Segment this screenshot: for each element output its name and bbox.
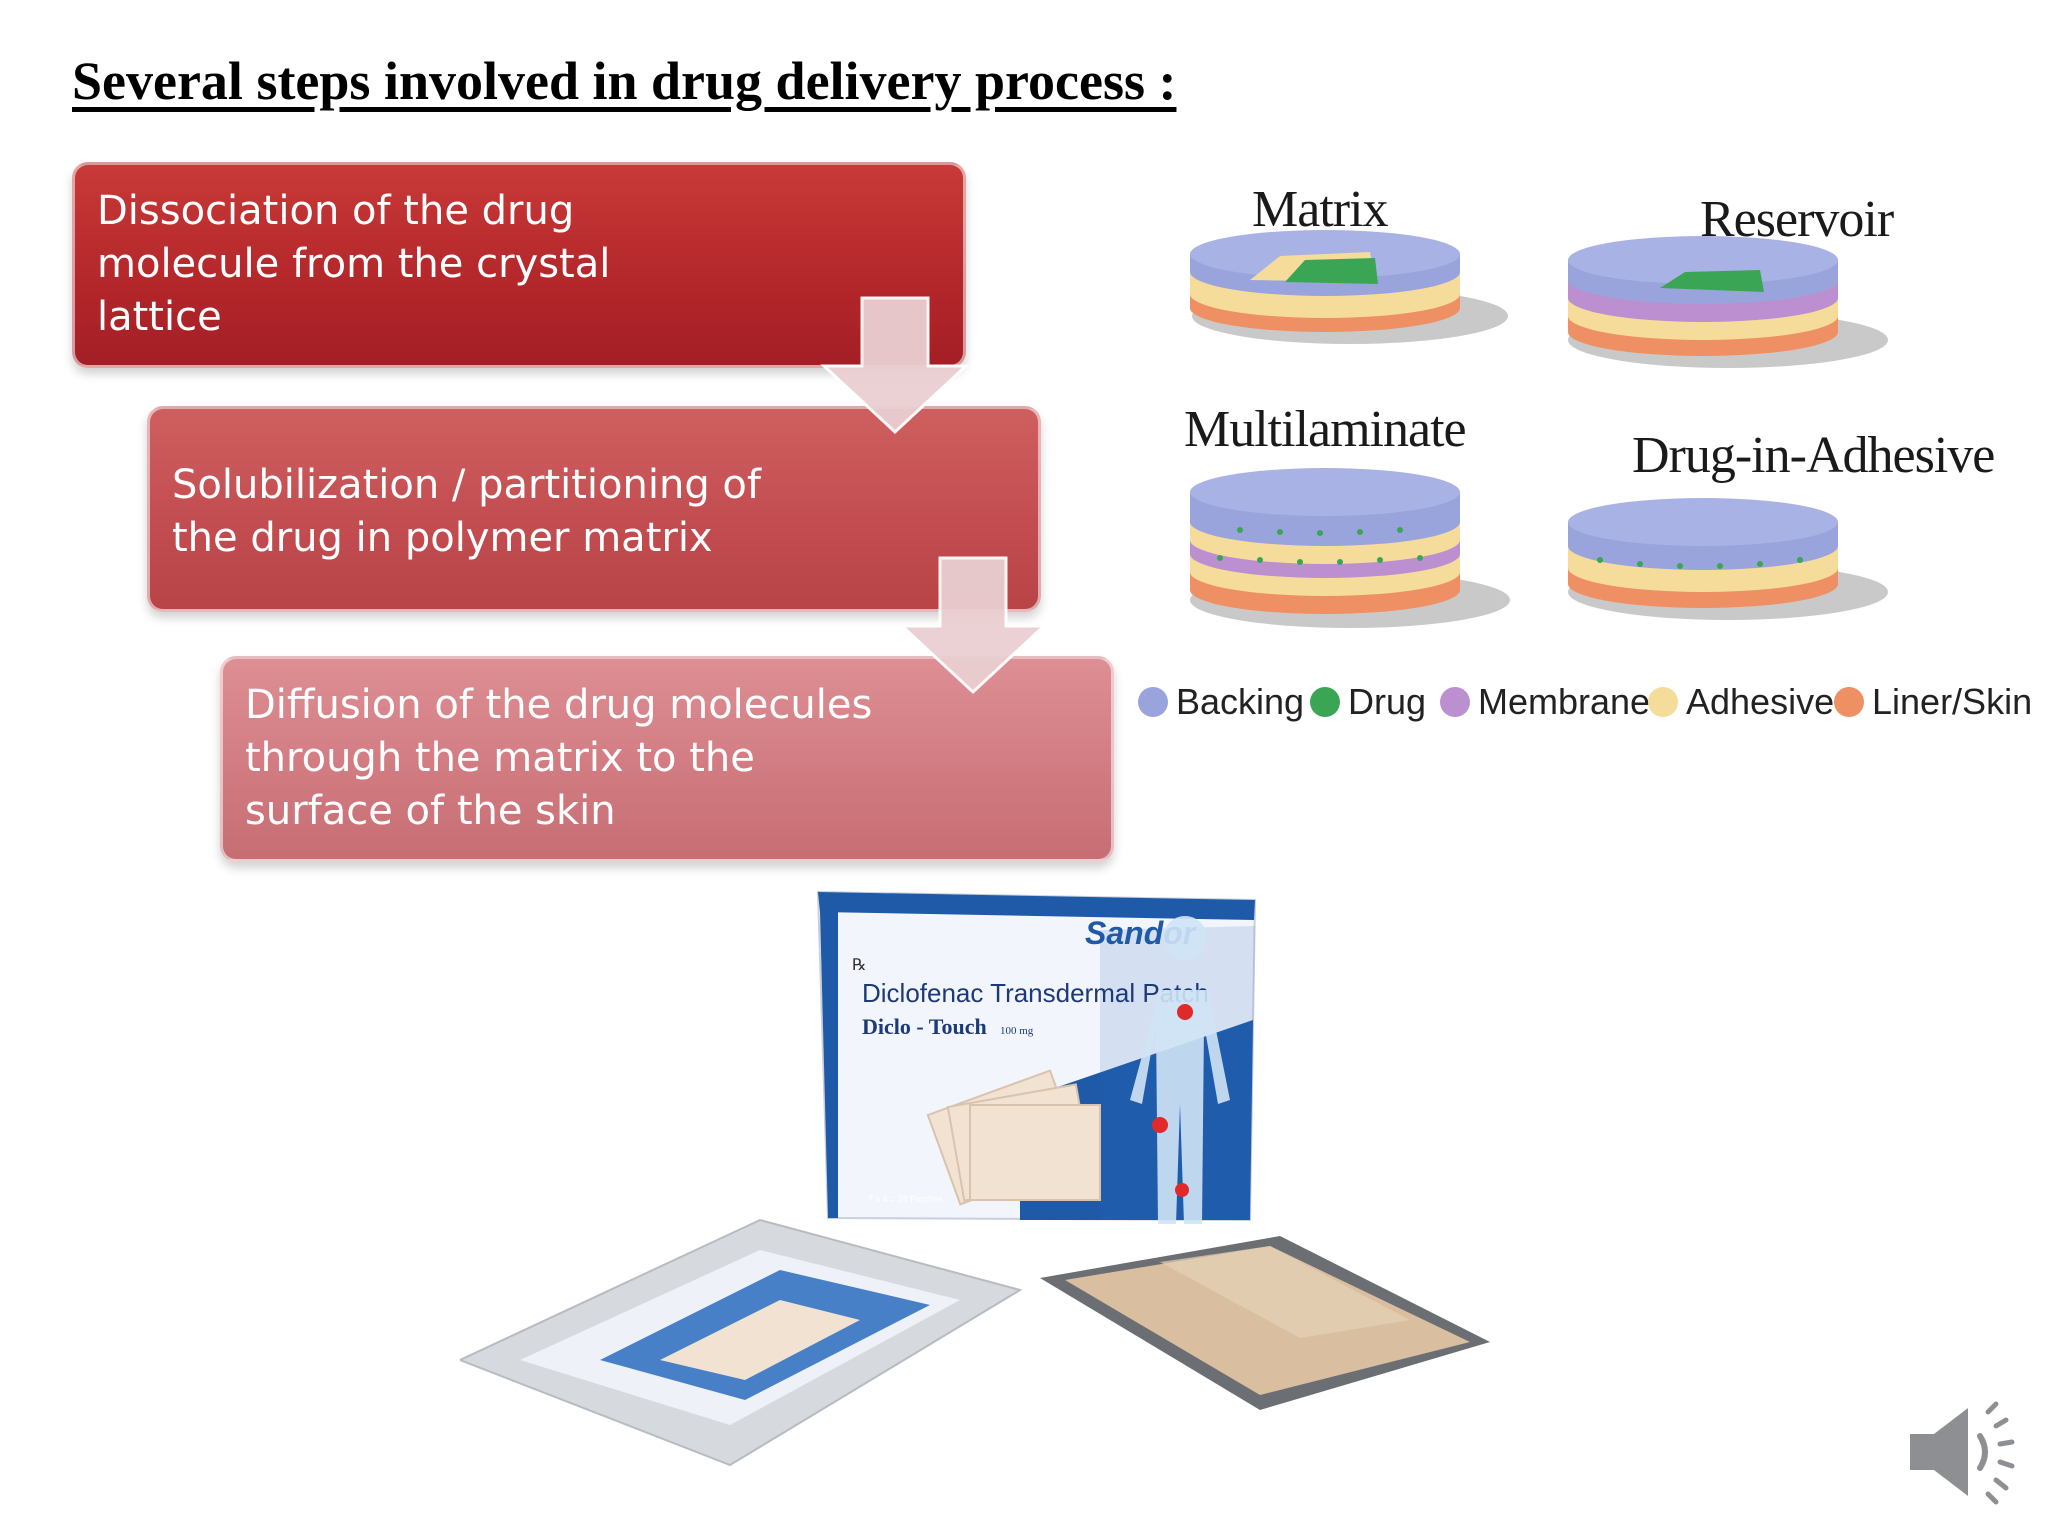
product-photo: Sandor ℞ Diclofenac Transdermal Patch Di… bbox=[460, 890, 1490, 1467]
speaker-icon[interactable] bbox=[1906, 1396, 2018, 1508]
legend-label: Backing bbox=[1176, 681, 1305, 722]
reservoir-patch-illustration bbox=[1568, 236, 1888, 368]
legend-swatch bbox=[1648, 687, 1678, 717]
matrix-label: Matrix bbox=[1252, 181, 1389, 238]
step-2-line-1: Solubilization / partitioning of bbox=[172, 462, 761, 508]
product-pack: 7 x 4 = 28 Patches bbox=[868, 1194, 943, 1204]
legend-label: Liner/Skin bbox=[1872, 681, 2033, 722]
step-3-box: Diffusion of the drug molecules through … bbox=[220, 656, 1114, 862]
legend-item: Membrane bbox=[1440, 672, 1650, 732]
legend-item: Backing bbox=[1138, 672, 1304, 732]
product-name: Diclofenac Transdermal Patch bbox=[862, 978, 1209, 1008]
patch-illustrations bbox=[1190, 230, 1888, 628]
patch-types-diagram: Matrix Reservoir Multilaminate Drug-in-A… bbox=[1140, 160, 2020, 780]
product-strength: 100 mg bbox=[1000, 1025, 1034, 1037]
legend-label: Adhesive bbox=[1686, 681, 1835, 722]
legend-item: Adhesive bbox=[1648, 672, 1834, 732]
step-2-box: Solubilization / partitioning of the dru… bbox=[147, 406, 1041, 612]
legend-item: Liner/Skin bbox=[1834, 672, 2032, 732]
multilaminate-patch-illustration bbox=[1190, 468, 1510, 628]
step-3-line-3: surface of the skin bbox=[245, 788, 616, 834]
legend-swatch bbox=[1138, 687, 1168, 717]
legend-item: Drug bbox=[1310, 672, 1426, 732]
drug-in-adhesive-label: Drug-in-Adhesive bbox=[1632, 427, 1995, 484]
legend-swatch bbox=[1834, 687, 1864, 717]
down-arrow-icon bbox=[820, 296, 970, 435]
legend-swatch bbox=[1310, 687, 1340, 717]
step-1-line-2: molecule from the crystal bbox=[97, 241, 611, 287]
step-3-line-2: through the matrix to the bbox=[245, 735, 755, 781]
multilaminate-label: Multilaminate bbox=[1184, 401, 1467, 458]
step-2-line-2: the drug in polymer matrix bbox=[172, 515, 713, 561]
down-arrow-icon bbox=[898, 556, 1048, 695]
product-rx: ℞ bbox=[852, 955, 866, 974]
legend-label: Drug bbox=[1348, 681, 1427, 722]
legend-swatch bbox=[1440, 687, 1470, 717]
matrix-patch-illustration bbox=[1190, 230, 1508, 344]
drug-in-adhesive-patch-illustration bbox=[1568, 498, 1888, 620]
step-3-line-1: Diffusion of the drug molecules bbox=[245, 682, 873, 728]
step-1-line-1: Dissociation of the drug bbox=[97, 188, 575, 234]
step-1-box: Dissociation of the drug molecule from t… bbox=[72, 162, 966, 368]
product-trade-name: Diclo - Touch bbox=[862, 1014, 987, 1039]
step-1-line-3: lattice bbox=[97, 294, 222, 340]
legend-label: Membrane bbox=[1478, 681, 1651, 722]
slide-title: Several steps involved in drug delivery … bbox=[72, 51, 1177, 111]
